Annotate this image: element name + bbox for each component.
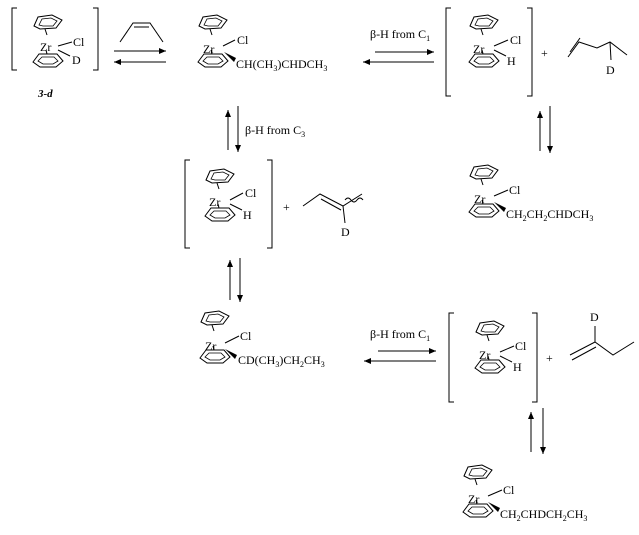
- svg-text:+: +: [546, 351, 553, 365]
- svg-text:D: D: [590, 310, 599, 324]
- equilibrium-arrow-1: [114, 48, 166, 65]
- beta-h-c3-arrow: β-H from C3: [225, 106, 305, 152]
- svg-text:Zr: Zr: [209, 195, 220, 209]
- cl-label: Cl: [73, 35, 85, 49]
- zirconocene-hydride-1: Zr Cl H +: [445, 7, 548, 97]
- svg-text:CH2CHDCH2CH3: CH2CHDCH2CH3: [500, 507, 587, 523]
- svg-text:Zr: Zr: [479, 348, 490, 362]
- zirconocene-hydride-3: Zr Cl H +: [448, 312, 553, 403]
- svg-text:β-H from C1: β-H from C1: [370, 27, 430, 43]
- svg-text:Cl: Cl: [245, 186, 257, 200]
- alkyl-complex-a: Zr Cl CH(CH3)CHDCH3: [198, 15, 327, 73]
- beta-h-c1-arrow-top: β-H from C1: [363, 27, 434, 65]
- svg-text:Cl: Cl: [503, 483, 515, 497]
- alkyl-complex-c: Zr Cl CD(CH3)CH2CH3: [200, 311, 325, 369]
- svg-text:β-H from C3: β-H from C3: [245, 123, 305, 139]
- svg-text:Cl: Cl: [510, 33, 522, 47]
- svg-text:Cl: Cl: [509, 183, 521, 197]
- zirconocene-hydride-2: Zr Cl H +: [184, 159, 290, 249]
- svg-text:Zr: Zr: [205, 339, 216, 353]
- compound-label: 3-d: [37, 88, 53, 100]
- equilibrium-arrow-right-1: [537, 106, 553, 153]
- svg-text:CH(CH3)CHDCH3: CH(CH3)CHDCH3: [236, 57, 327, 73]
- svg-text:Zr: Zr: [473, 42, 484, 56]
- svg-text:Zr: Zr: [474, 192, 485, 206]
- svg-text:H: H: [507, 54, 516, 68]
- beta-h-c1-arrow-bottom: β-H from C1: [364, 327, 436, 364]
- svg-text:D: D: [606, 63, 615, 77]
- svg-text:β-H from C1: β-H from C1: [370, 327, 430, 343]
- svg-text:Cl: Cl: [240, 329, 252, 343]
- svg-text:Cl: Cl: [515, 339, 527, 353]
- svg-text:+: +: [541, 46, 548, 60]
- butene-3-d: D: [567, 37, 628, 77]
- butene-2-d-terminal: D: [569, 310, 635, 361]
- svg-text:+: +: [283, 200, 290, 214]
- butene-2-d: D: [302, 193, 364, 239]
- cis-2-butene: [119, 22, 164, 43]
- zr-label: Zr: [40, 40, 51, 54]
- svg-text:CD(CH3)CH2CH3: CD(CH3)CH2CH3: [238, 353, 325, 369]
- complex-3d: Zr Cl D 3-d: [11, 7, 99, 100]
- d-label: D: [72, 53, 81, 67]
- equilibrium-arrow-right-2: [528, 408, 546, 454]
- svg-text:Cl: Cl: [237, 33, 249, 47]
- svg-text:Zr: Zr: [203, 42, 214, 56]
- equilibrium-arrow-left-2: [227, 258, 243, 302]
- svg-text:H: H: [513, 360, 522, 374]
- alkyl-complex-b: Zr Cl CH2CH2CHDCH3: [469, 165, 593, 223]
- alkyl-complex-d: Zr Cl CH2CHDCH2CH3: [463, 465, 587, 523]
- svg-text:CH2CH2CHDCH3: CH2CH2CHDCH3: [506, 207, 593, 223]
- svg-text:H: H: [243, 208, 252, 222]
- svg-text:D: D: [341, 225, 350, 239]
- svg-text:Zr: Zr: [468, 492, 479, 506]
